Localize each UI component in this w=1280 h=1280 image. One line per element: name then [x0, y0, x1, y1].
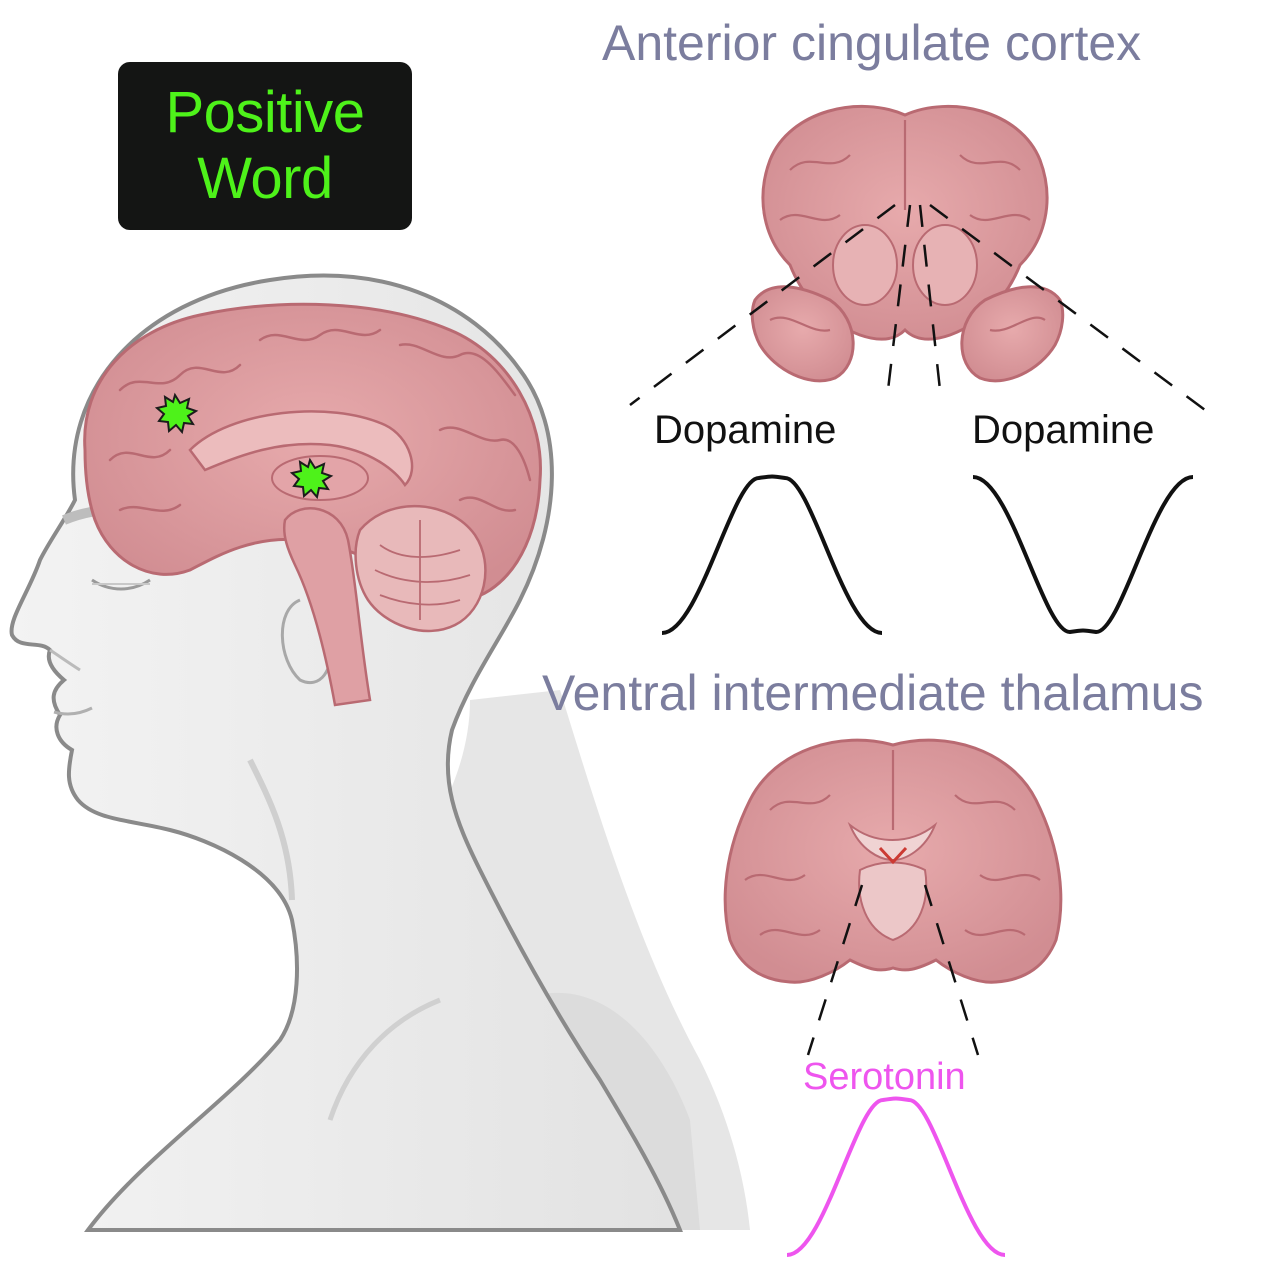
stimulus-line-1: Positive: [165, 80, 365, 145]
temporal-lobe-left: [750, 285, 855, 383]
dopamine-decrease-curve: [972, 475, 1194, 635]
coronal-top-outline: [761, 104, 1049, 341]
heading-anterior-cingulate-cortex: Anterior cingulate cortex: [602, 15, 1142, 71]
brainstem: [283, 507, 372, 707]
connector-lines-bottom: [806, 884, 980, 1056]
serotonin-increase-curve: [786, 1096, 1006, 1257]
mouth: [53, 706, 93, 716]
coronal-slice-bottom: [723, 738, 1063, 984]
corpus-callosum: [188, 410, 414, 487]
temporal-lobe-right: [960, 285, 1065, 383]
green-star-burst-icon: [289, 457, 334, 500]
dopamine-increase-curve: [661, 474, 883, 635]
green-star-burst-icon: [154, 392, 199, 435]
sagittal-brain: [83, 302, 542, 707]
basal-ganglia-left: [832, 224, 898, 306]
stimulus-line-2: Word: [197, 146, 333, 211]
positive-word-stimulus: Positive Word: [118, 62, 412, 230]
basal-ganglia-right: [912, 224, 978, 306]
heading-ventral-intermediate-thalamus: Ventral intermediate thalamus: [542, 665, 1204, 721]
coronal-slice-top: [750, 104, 1065, 383]
label-dopamine-right: Dopamine: [972, 408, 1155, 452]
thalamus-coronal: [858, 861, 928, 942]
label-serotonin: Serotonin: [803, 1056, 966, 1098]
nostril: [49, 648, 81, 672]
label-dopamine-left: Dopamine: [654, 408, 837, 452]
closed-eye-icon: [91, 578, 151, 591]
ventricles: [847, 821, 938, 862]
connector-lines-top: [629, 203, 1206, 412]
